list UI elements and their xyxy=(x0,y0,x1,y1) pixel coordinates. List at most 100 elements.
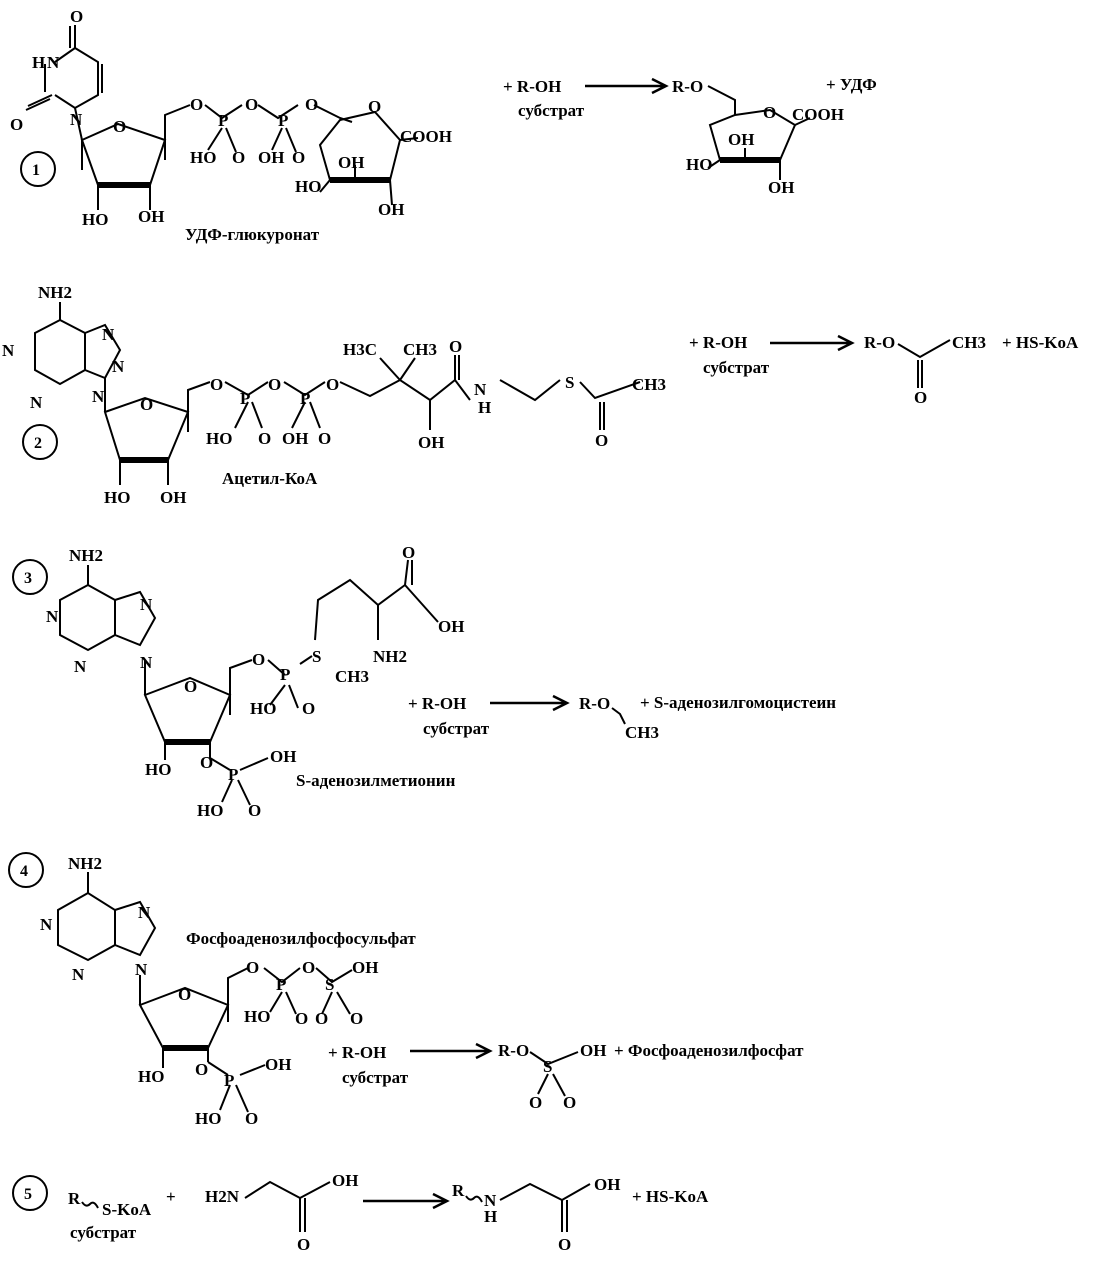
reaction-number-circle xyxy=(22,424,58,460)
byproduct: + S-аденозилгомоцистеин xyxy=(640,693,836,712)
atom-p1: P xyxy=(240,389,250,408)
atom-p1: P xyxy=(280,665,290,684)
atom-ho-glu: HO xyxy=(295,177,321,196)
atom-ch3a: CH3 xyxy=(403,340,437,359)
reaction-arrow xyxy=(363,1192,450,1210)
atom-hn-n: N xyxy=(47,53,60,72)
reactant-group: S-KoA xyxy=(102,1200,152,1219)
atom-o-r2: O xyxy=(195,1060,208,1079)
product-o1: O xyxy=(529,1093,542,1112)
atom-n-d: N xyxy=(140,653,153,672)
product-o2: O xyxy=(563,1093,576,1112)
reaction-number: 5 xyxy=(24,1186,32,1203)
atom-n-a: N xyxy=(40,915,53,934)
atom-ho-p1: HO xyxy=(250,699,276,718)
atom-n-a: N xyxy=(2,341,15,360)
reaction-1: 1 O H N O N O O P O P O HO xyxy=(10,7,877,244)
atom-p1: P xyxy=(218,111,228,130)
atom-n-ring: N xyxy=(70,110,83,129)
atom-nh2: NH2 xyxy=(68,854,102,873)
atom-n-c: N xyxy=(74,657,87,676)
atom-o-ribose: O xyxy=(140,395,153,414)
reagent: + R-OH xyxy=(689,333,747,352)
atom-n-c: N xyxy=(72,965,85,984)
product-glucuronide-ring xyxy=(707,85,811,180)
paps-structure xyxy=(57,872,353,1113)
reaction-4: 4 NH2 N N N N O O P O S OH HO O O O HO O… xyxy=(8,852,804,1128)
atom-o-s1: O xyxy=(315,1009,328,1028)
product-methyl-bond xyxy=(611,707,626,725)
atom-o-r2: O xyxy=(200,753,213,772)
reagent-substrate: субстрат xyxy=(342,1068,409,1087)
product-o: O xyxy=(558,1235,571,1254)
product-ring-o: O xyxy=(763,103,776,122)
atom-oh-r2: OH xyxy=(138,207,164,226)
atom-o-glu: O xyxy=(368,97,381,116)
atom-oh-p2: OH xyxy=(282,429,308,448)
reaction-arrow xyxy=(770,334,855,352)
atom-p1: P xyxy=(276,975,286,994)
reaction-5: 5 R S-KoA субстрат + H2N OH O R N H OH O… xyxy=(12,1171,709,1254)
product-ho: HO xyxy=(686,155,712,174)
product-oh1: OH xyxy=(728,130,754,149)
glycine-bonds xyxy=(244,1180,331,1232)
atom-s: S xyxy=(565,373,574,392)
reagent: + R-OH xyxy=(503,77,561,96)
atom-oh-p2: OH xyxy=(270,747,296,766)
product-prefix: R-O xyxy=(498,1041,529,1060)
product-n: N xyxy=(484,1191,497,1210)
atom-ch3-acetyl: CH3 xyxy=(632,375,666,394)
byproduct: + УДФ xyxy=(826,75,877,94)
atom-o-p2: O xyxy=(248,801,261,820)
atom-n-b: N xyxy=(138,903,151,922)
plus-sign: + xyxy=(166,1187,176,1206)
reactant-r: R xyxy=(68,1189,81,1208)
atom-n-d: N xyxy=(135,960,148,979)
atom-h-amide: H xyxy=(478,398,491,417)
cofactor-name: Ацетил-КоА xyxy=(222,469,318,488)
atom-o1: O xyxy=(252,650,265,669)
atom-ho-r1: HO xyxy=(82,210,108,229)
atom-ho-p1: HO xyxy=(190,148,216,167)
atom-ho-p1: HO xyxy=(244,1007,270,1026)
s-adenosylmethionine-structure xyxy=(59,559,439,806)
atom-h3c: H3C xyxy=(343,340,377,359)
cofactor-name: Фосфоаденозилфосфосульфат xyxy=(186,929,416,948)
atom-n-c: N xyxy=(30,393,43,412)
product-cooh: COOH xyxy=(792,105,844,124)
atom-n-e: N xyxy=(112,357,125,376)
product-acyl-bonds xyxy=(897,339,951,388)
atom-s: S xyxy=(312,647,321,666)
atom-n-amide: N xyxy=(474,380,487,399)
atom-o2: O xyxy=(302,958,315,977)
atom-o-p2: O xyxy=(318,429,331,448)
product-r: R xyxy=(452,1181,465,1200)
atom-o2: O xyxy=(245,95,258,114)
atom-o-ribose: O xyxy=(113,117,126,136)
reactant-wavy-bond xyxy=(81,1201,99,1209)
atom-cooh: COOH xyxy=(400,127,452,146)
reagent-substrate: субстрат xyxy=(423,719,490,738)
product-prefix: R-O xyxy=(579,694,610,713)
reaction-number-circle xyxy=(20,151,56,187)
reaction-number-circle xyxy=(12,1175,48,1211)
atom-o3: O xyxy=(326,375,339,394)
atom-oh-cooh: OH xyxy=(438,617,464,636)
udp-glucuronate-structure xyxy=(25,25,419,210)
atom-o-ribose: O xyxy=(184,677,197,696)
atom-o-amide: O xyxy=(449,337,462,356)
atom-oh-p2: OH xyxy=(265,1055,291,1074)
product-s: S xyxy=(543,1057,552,1076)
atom-oh-p2: OH xyxy=(258,148,284,167)
reagent-substrate: субстрат xyxy=(518,101,585,120)
reaction-arrow xyxy=(490,694,570,712)
atom-n-a: N xyxy=(46,607,59,626)
atom-oh-s: OH xyxy=(352,958,378,977)
reaction-number-circle xyxy=(12,559,48,595)
atom-p2: P xyxy=(224,1071,234,1090)
atom-ch3: CH3 xyxy=(335,667,369,686)
reactant-substrate: субстрат xyxy=(70,1223,137,1242)
atom-ho-p2: HO xyxy=(195,1109,221,1128)
atom-ho-r1: HO xyxy=(104,488,130,507)
